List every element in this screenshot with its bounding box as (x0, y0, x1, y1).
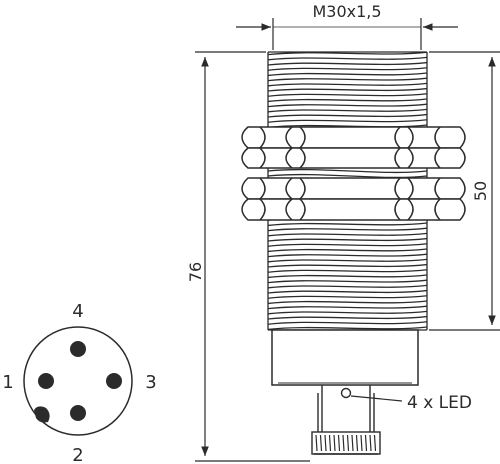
pin-label-1: 1 (2, 372, 13, 393)
thread-line (268, 248, 427, 253)
pin-label-3: 3 (145, 372, 156, 393)
thread-length-dimension (429, 51, 500, 331)
thread-line (268, 61, 427, 66)
plug-thread-line (373, 434, 377, 452)
thread-line (268, 263, 427, 268)
led-label: 4 x LED (407, 393, 472, 413)
connector-face (23, 326, 133, 436)
thread-line (268, 87, 427, 92)
thread-line (268, 82, 427, 87)
plug-thread-line (346, 434, 350, 452)
thread-line (268, 279, 427, 284)
thread-line (268, 253, 427, 258)
thread-line (268, 113, 427, 118)
plug-thread-line (324, 434, 327, 452)
thread-line (268, 237, 427, 242)
thread-line (268, 326, 427, 330)
connector-face-outline (23, 326, 133, 436)
plug-thread-line (328, 434, 332, 452)
plug-thread-line (360, 434, 363, 452)
sensor-housing (271, 329, 419, 386)
thread-body-upper (262, 41, 433, 131)
thread-line (268, 93, 427, 97)
thread-line (268, 119, 427, 123)
thread-between-nuts (267, 168, 428, 179)
plug-thread-line (315, 434, 318, 452)
hex-nut-upper (241, 126, 466, 169)
hex-nut-lower (241, 177, 466, 221)
plug-thread-line (319, 434, 323, 452)
pin-1-dot (38, 373, 54, 389)
pin-label-2: 2 (72, 445, 83, 464)
plug-thread-line (355, 434, 359, 452)
thread-line (268, 67, 427, 71)
thread-line (268, 243, 427, 247)
thread-line (268, 315, 427, 320)
thread-line (268, 222, 427, 227)
plug-thread-lines (315, 434, 377, 452)
total-length-label: 76 (186, 262, 205, 282)
thread-line (268, 77, 427, 82)
coding-key-icon (34, 406, 50, 423)
led-indicator-icon (340, 387, 352, 399)
thread-line (268, 227, 427, 232)
thread-line (268, 274, 427, 279)
plug-thread-line (337, 434, 341, 452)
pin-3-dot (106, 373, 122, 389)
thread-line (268, 269, 427, 273)
plug-thread-line (351, 434, 354, 452)
thread-line (262, 46, 433, 50)
thread-line (268, 232, 427, 237)
plug-thread-line (342, 434, 345, 452)
thread-line (262, 41, 433, 45)
plug-thread-line (364, 434, 368, 452)
led-leader-line (350, 395, 403, 402)
thread-line (268, 258, 427, 263)
thread-line (268, 98, 427, 103)
pin-2-dot (70, 405, 86, 421)
thread-line (268, 300, 427, 305)
thread-line (268, 108, 427, 113)
thread-dimension (236, 18, 458, 50)
connector-plug (311, 385, 381, 455)
thread-length-label: 50 (471, 181, 490, 201)
thread-line (268, 295, 427, 299)
thread-line (268, 305, 427, 310)
thread-line (268, 52, 427, 56)
plug-thread-line (333, 434, 336, 452)
thread-line (268, 321, 427, 325)
pin-4-dot (70, 341, 86, 357)
thread-line (268, 56, 427, 61)
total-length-dimension (195, 51, 310, 462)
thread-spec-label: M30x1,5 (312, 2, 381, 21)
thread-line (268, 289, 427, 294)
thread-line (268, 103, 427, 108)
plug-thread-line (369, 434, 372, 452)
thread-line (268, 72, 427, 77)
thread-line (268, 310, 427, 315)
thread-line (268, 284, 427, 289)
pin-label-4: 4 (72, 301, 83, 322)
